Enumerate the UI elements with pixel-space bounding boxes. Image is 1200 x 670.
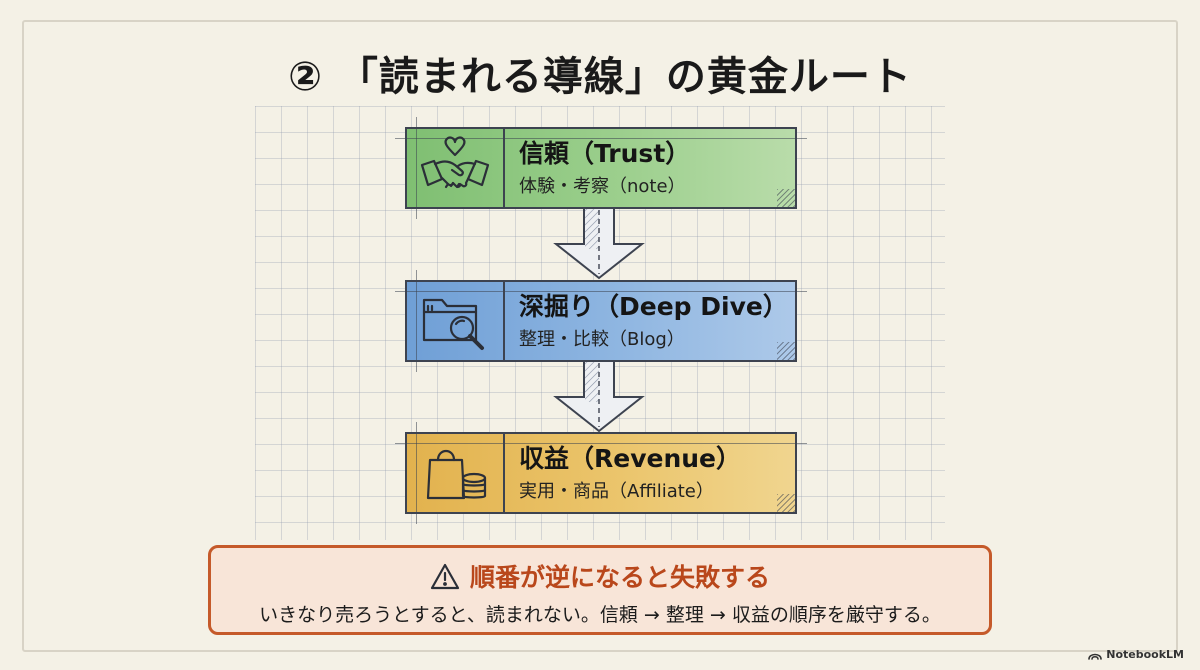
warning-title: 順番が逆になると失敗する xyxy=(469,563,770,592)
slide-title: ② 「読まれる導線」の黄金ルート xyxy=(288,54,912,100)
stage-title: 深掘り（Deep Dive） xyxy=(519,292,788,321)
brand-label: NotebookLM xyxy=(1106,648,1184,661)
down-arrow xyxy=(553,361,645,433)
notebooklm-icon xyxy=(1088,653,1103,660)
stage-title: 信頼（Trust） xyxy=(519,139,691,168)
stage-subtitle: 体験・考察（note） xyxy=(519,176,686,197)
shopping-bag-coins-icon xyxy=(426,449,487,500)
stage-icon-cell xyxy=(407,434,505,512)
stage-revenue: 収益（Revenue） 実用・商品（Affiliate） xyxy=(395,422,807,524)
corner-hatch xyxy=(777,189,795,207)
stage-title: 収益（Revenue） xyxy=(519,444,742,473)
folder-magnifier-icon xyxy=(422,298,484,350)
stage-subtitle: 整理・比較（Blog） xyxy=(519,329,685,350)
stage-subtitle: 実用・商品（Affiliate） xyxy=(519,481,714,502)
stage-icon-cell xyxy=(407,129,505,207)
stage-deep-dive: 深掘り（Deep Dive） 整理・比較（Blog） xyxy=(395,270,807,372)
warning-triangle-icon xyxy=(430,563,460,589)
stage-trust: 信頼（Trust） 体験・考察（note） xyxy=(395,117,807,219)
corner-hatch xyxy=(777,494,795,512)
warning-text: いきなり売ろうとすると、読まれない。信頼 → 整理 → 収益の順序を厳守する。 xyxy=(259,604,941,626)
notebooklm-logo: NotebookLM xyxy=(1088,648,1184,661)
slide-frame xyxy=(22,20,1178,652)
corner-hatch xyxy=(777,342,795,360)
down-arrow xyxy=(553,208,645,280)
warning-box: 順番が逆になると失敗する いきなり売ろうとすると、読まれない。信頼 → 整理 →… xyxy=(208,545,992,635)
handshake-heart-icon xyxy=(420,136,490,189)
stage-icon-cell xyxy=(407,282,505,360)
